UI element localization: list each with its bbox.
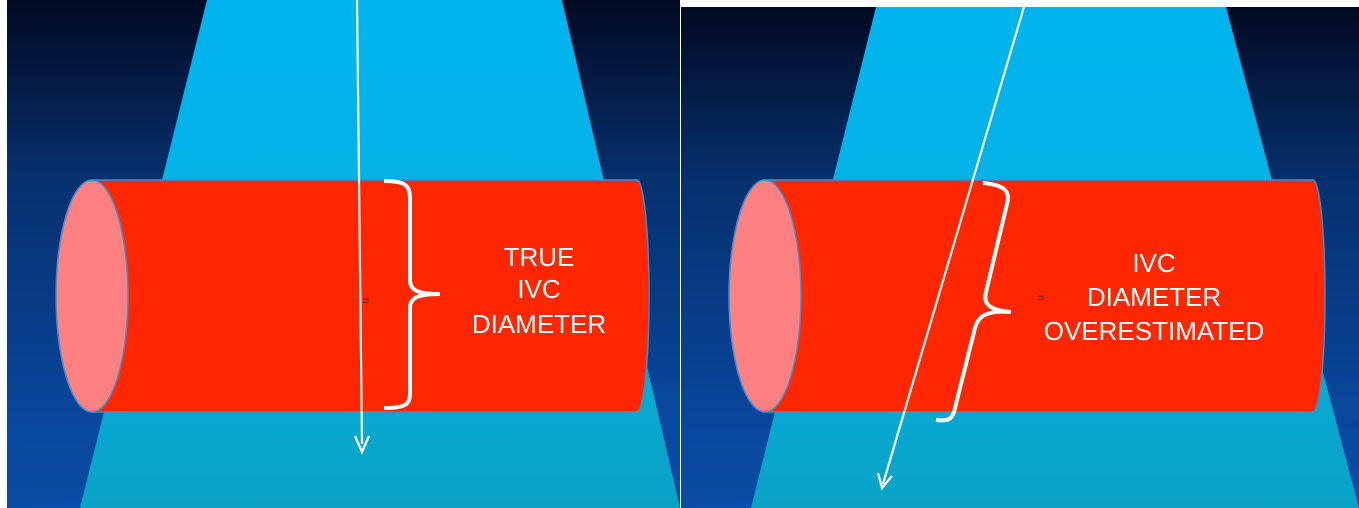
- overestimated-diameter-diagram: n IVC DIAMETER OVERESTIMATED: [681, 0, 1359, 508]
- arrow-head: [876, 472, 893, 491]
- overestimated-diameter-panel: n IVC DIAMETER OVERESTIMATED: [681, 0, 1359, 508]
- label-line-1: TRUE: [504, 242, 575, 272]
- ivc-vessel-opening: [55, 179, 129, 413]
- ultrasound-arrow: [355, 0, 364, 445]
- diameter-marker: n: [1035, 295, 1046, 301]
- label-line-2: IVC: [517, 274, 560, 304]
- label-line-2: DIAMETER: [1087, 282, 1221, 312]
- label-line-3: OVERESTIMATED: [1044, 316, 1265, 346]
- diameter-brace: [383, 179, 441, 410]
- label-line-3: DIAMETER: [472, 309, 606, 339]
- arrow-head: [353, 435, 371, 455]
- ivc-vessel-opening: [728, 179, 802, 413]
- ultrasound-arrow: [881, 0, 1028, 485]
- ivc-vessel-fill: [763, 181, 1312, 411]
- ivc-vessel-fill: [92, 181, 636, 411]
- true-diameter-diagram: n TRUE IVC DIAMETER: [7, 0, 680, 508]
- diameter-marker: n: [360, 298, 371, 304]
- label-line-1: IVC: [1132, 248, 1175, 278]
- true-diameter-panel: n TRUE IVC DIAMETER: [7, 0, 680, 508]
- diameter-brace: [935, 181, 1012, 423]
